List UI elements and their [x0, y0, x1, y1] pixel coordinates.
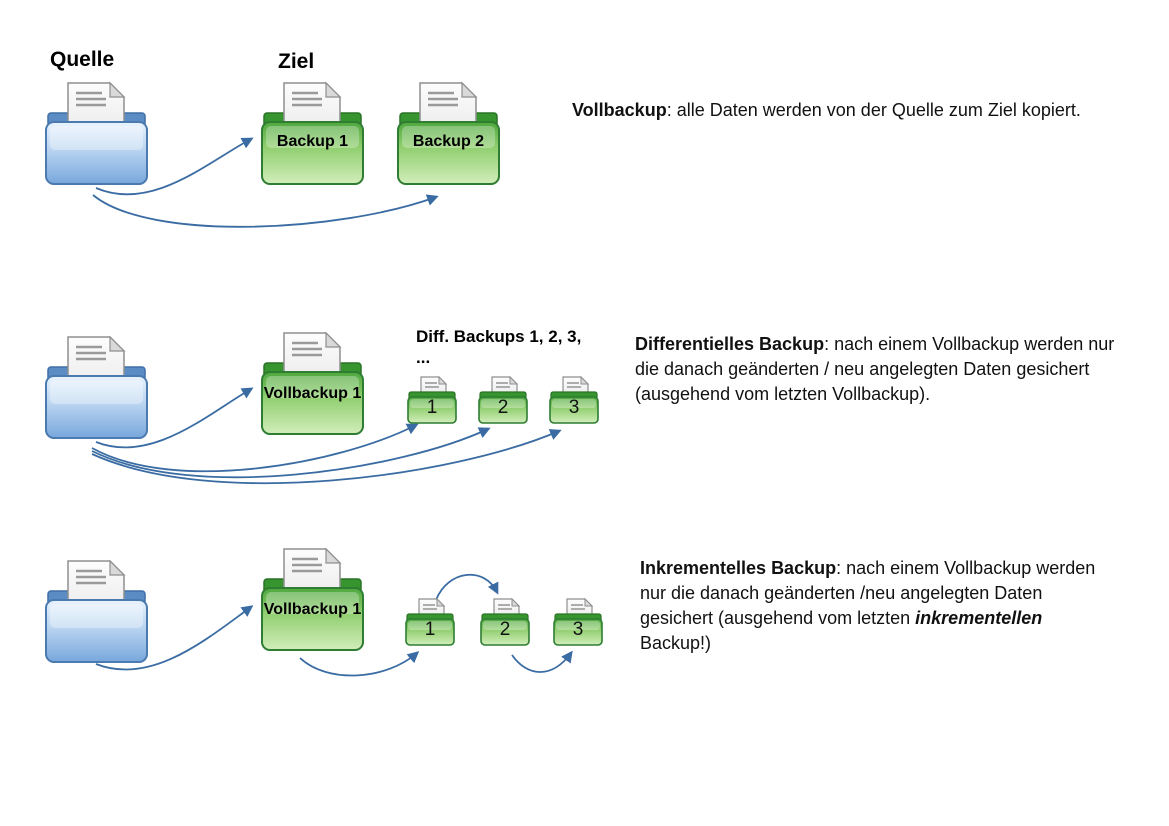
folder-label: Backup 2: [412, 133, 485, 150]
diff-backup-2-folder-icon: 2: [477, 374, 529, 426]
backup2-folder-icon: Backup 2: [396, 80, 501, 188]
inkr-backup-2-folder-icon: 2: [479, 596, 531, 648]
arrow-source-to-diff3: [91, 429, 562, 485]
diff-backups-title: Diff. Backups 1, 2, 3, ...: [416, 327, 582, 367]
folder-label: 2: [499, 619, 511, 640]
folder-label: 2: [497, 397, 509, 418]
arrow-source-to-backup2: [92, 194, 439, 228]
folder-glyph: [44, 558, 149, 666]
backup1-folder-icon: Backup 1: [260, 80, 365, 188]
folder-label: 1: [426, 397, 438, 418]
folder-glyph: [44, 80, 149, 188]
arrow-vollbackup-to-inkr1: [299, 651, 420, 677]
vollbackup-inkr-folder-icon: Vollbackup 1: [260, 546, 365, 654]
differentielles-description: Differentielles Backup: nach einem Vollb…: [635, 332, 1120, 407]
vollbackup-description: Vollbackup: alle Daten werden von der Qu…: [572, 98, 1147, 123]
description-text: : nach einem Vollbackup werden nur die d…: [635, 334, 1115, 404]
description-text: : alle Daten werden von der Quelle zum Z…: [666, 100, 1081, 120]
description-text: Backup!): [640, 633, 712, 653]
term-bold: Vollbackup: [572, 100, 667, 120]
ziel-label: Ziel: [278, 50, 315, 73]
inkr-backup-3-folder-icon: 3: [552, 596, 604, 648]
inkrementelles-description: Inkrementelles Backup: nach einem Vollba…: [640, 556, 1105, 656]
folder-label: Vollbackup 1: [263, 385, 362, 402]
vollbackup-diff-folder-icon: Vollbackup 1: [260, 330, 365, 438]
emphasis-text: inkrementellen: [915, 608, 1043, 628]
arrow-inkr2-to-inkr3: [511, 650, 573, 673]
source-folder-icon: [44, 558, 149, 666]
term-bold: Differentielles Backup: [635, 334, 825, 354]
source-folder-icon: [44, 334, 149, 442]
folder-glyph: [44, 334, 149, 442]
diff-backup-3-folder-icon: 3: [548, 374, 600, 426]
inkr-backup-1-folder-icon: 1: [404, 596, 456, 648]
folder-label: 1: [424, 619, 436, 640]
folder-label: 3: [572, 619, 584, 640]
source-folder-icon: [44, 80, 149, 188]
folder-label: Backup 1: [276, 133, 349, 150]
folder-label: Vollbackup 1: [263, 601, 362, 618]
description-text: : nach einem Vollbackup werden nur die d…: [640, 558, 1096, 628]
quelle-label: Quelle: [50, 48, 115, 71]
diff-backup-1-folder-icon: 1: [406, 374, 458, 426]
term-bold: Inkrementelles Backup: [640, 558, 837, 578]
folder-label: 3: [568, 397, 580, 418]
